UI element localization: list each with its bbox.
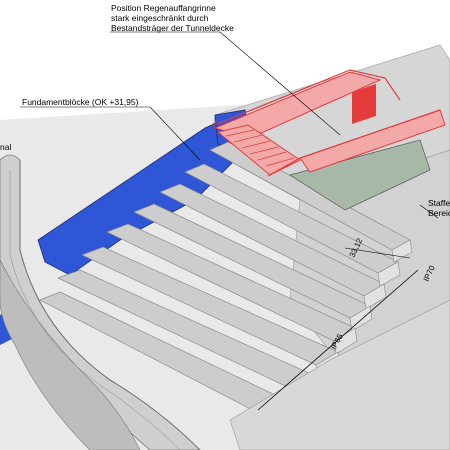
drain-annotation-1: Position Regenauffangrinne xyxy=(111,3,216,13)
beam-end-2 xyxy=(377,261,401,287)
beam-end-1 xyxy=(391,239,413,263)
tread-6 xyxy=(265,157,295,167)
left-cut-label: nal xyxy=(0,142,11,152)
dim-line-ip65 xyxy=(257,269,419,411)
tread-1 xyxy=(225,129,255,137)
beam-group xyxy=(39,141,411,421)
leader-drain xyxy=(219,31,341,136)
tread-3 xyxy=(241,140,271,149)
stair-railing-2 xyxy=(267,109,441,177)
dim-line-3312 xyxy=(344,247,411,259)
leader-right xyxy=(419,204,439,219)
right-annotation-1: Staffe xyxy=(428,198,450,208)
beam-end-5 xyxy=(333,327,358,355)
leader-foundation xyxy=(149,106,201,161)
stair-door xyxy=(352,84,376,124)
tread-2 xyxy=(233,134,263,143)
tread-5 xyxy=(257,151,287,161)
stair-railing xyxy=(211,69,401,127)
tread-4 xyxy=(249,146,279,155)
beam-end-3 xyxy=(363,283,387,310)
foreground-block xyxy=(229,299,450,450)
right-annotation-2: Bereic xyxy=(428,208,450,218)
wall-edge-line2 xyxy=(9,170,181,450)
foundation-annotation: Fundamentblöcke (OK +31,95) xyxy=(22,97,139,107)
wall-edge-line xyxy=(19,160,201,450)
ramp-plane xyxy=(289,139,431,211)
drain-annotation-3: Bestandsträger der Tunneldecke xyxy=(111,23,234,33)
stair-treads xyxy=(225,129,295,167)
drain-annotation-2: stark eingeschränkt durch xyxy=(111,13,209,23)
